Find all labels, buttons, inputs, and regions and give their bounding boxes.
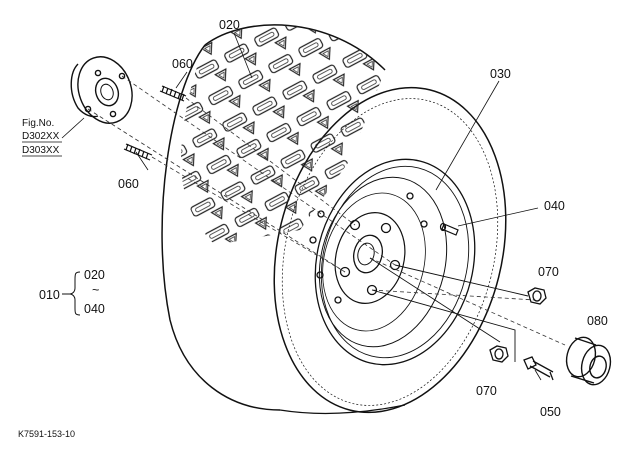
hub-flange — [70, 56, 133, 124]
callout-tire: 020 — [219, 18, 240, 32]
figure-ref-heading: Fig.No. — [22, 118, 54, 129]
callout-rim: 030 — [490, 67, 511, 81]
range-top: 020 — [84, 268, 105, 282]
callout-cap: 080 — [587, 314, 608, 328]
assembly-axis-lines — [87, 75, 566, 346]
figure-ref-underlines — [22, 141, 62, 157]
callout-assembly: 010 — [39, 288, 60, 302]
valve-stem — [439, 222, 459, 236]
range-bracket — [62, 271, 81, 316]
figure-ref-first: D302XX — [22, 131, 60, 142]
callout-stud-lower: 060 — [118, 177, 139, 191]
drawing-id: K7591-153-10 — [18, 429, 75, 439]
leader-lines — [61, 32, 542, 381]
wheel-nut-bottom — [489, 345, 509, 363]
callout-nut-bottom: 070 — [476, 384, 497, 398]
range-mid: ~ — [92, 283, 99, 297]
wheel-rim — [309, 158, 476, 366]
figure-ref-second: D303XX — [22, 145, 60, 156]
range-bottom: 040 — [84, 302, 105, 316]
hub-cap — [565, 336, 612, 386]
wheel-nut-right — [527, 287, 547, 305]
callout-valve: 040 — [544, 199, 565, 213]
assembly-lines-solid — [369, 257, 529, 362]
tire-tread — [180, 24, 385, 246]
callout-nut-right: 070 — [538, 265, 559, 279]
callout-stud-upper: 060 — [172, 57, 193, 71]
hub-bolt — [523, 356, 554, 381]
wheel-stud-lower — [123, 143, 153, 161]
callout-bolt: 050 — [540, 405, 561, 419]
